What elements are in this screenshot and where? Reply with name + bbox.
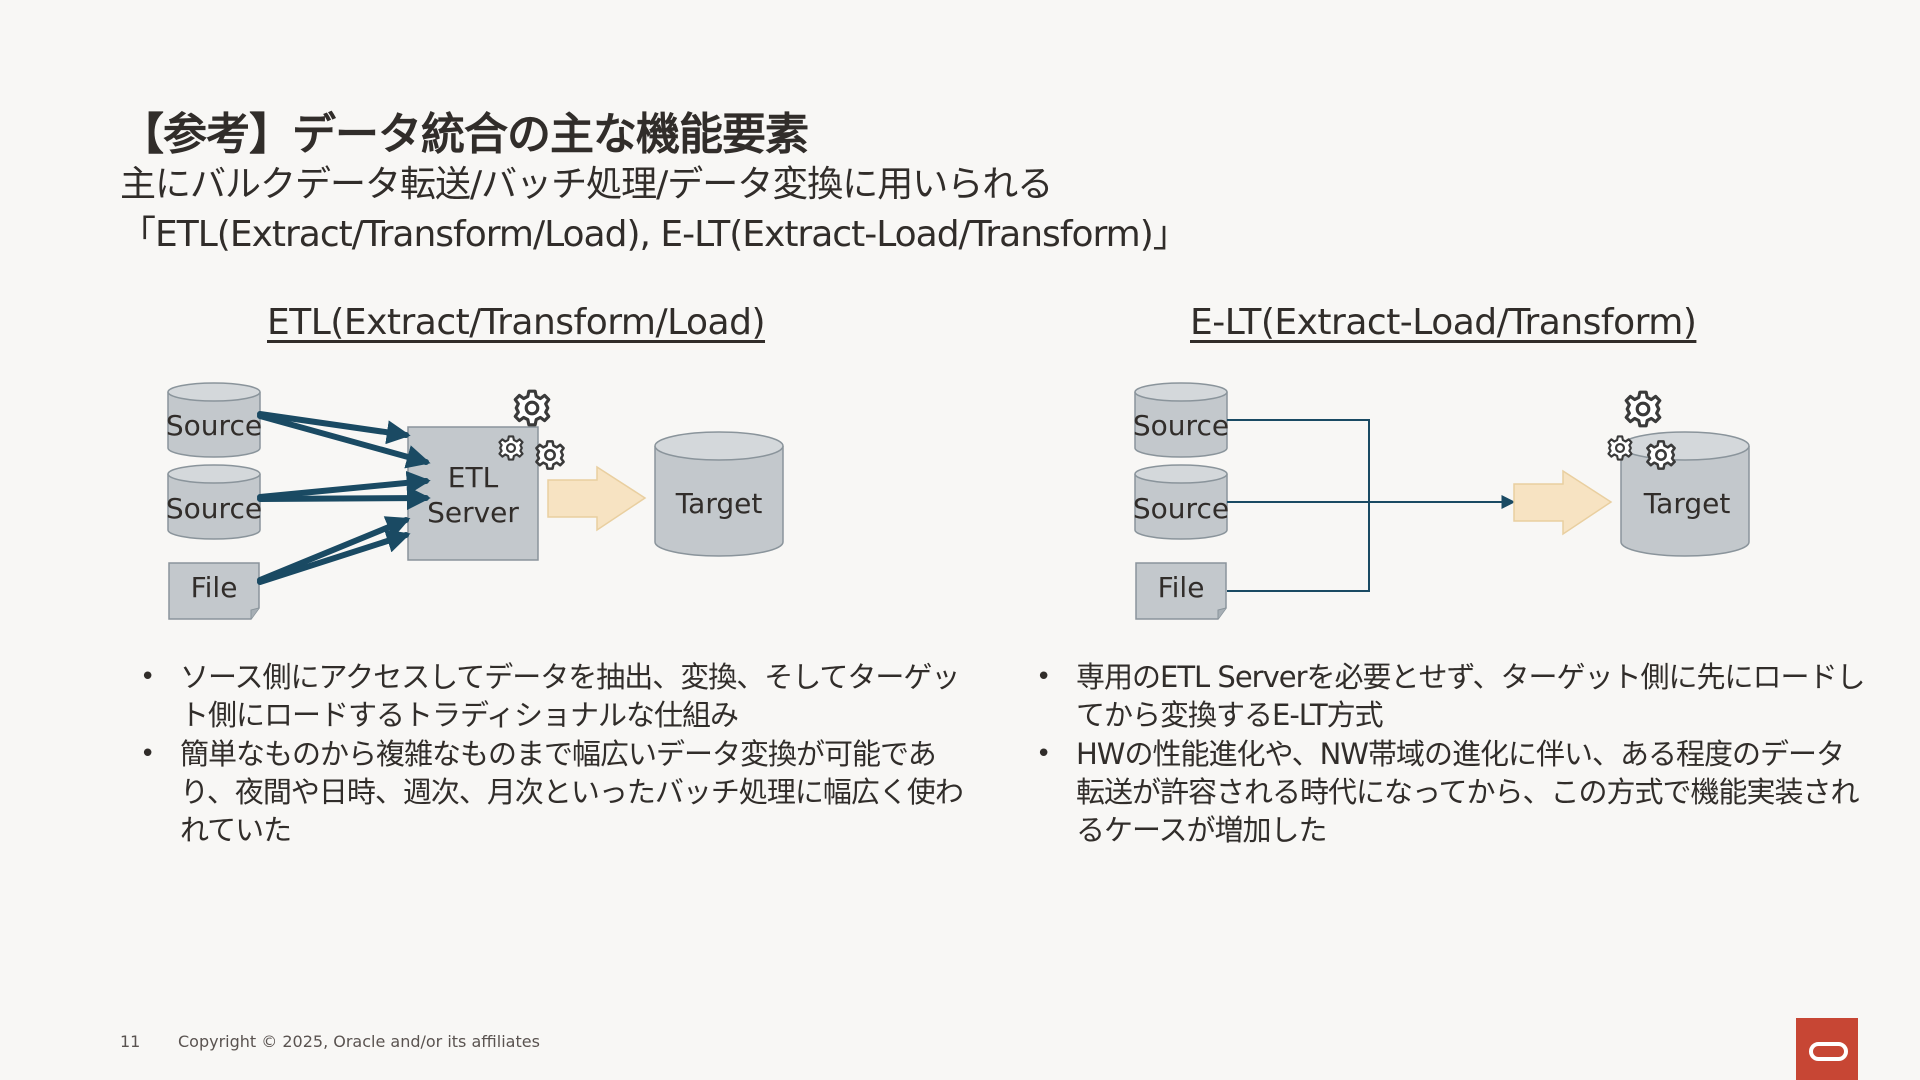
list-item: ソース側にアクセスしてデータを抽出、変換、そしてターゲット側にロードするトラディ… [140, 658, 970, 734]
etl-bullet-list: ソース側にアクセスしてデータを抽出、変換、そしてターゲット側にロードするトラディ… [140, 658, 970, 850]
etl-file-label: File [191, 571, 238, 604]
etl-server-label-2: Server [427, 496, 519, 529]
elt-file-icon: File [1135, 562, 1227, 620]
elt-source-1-label: Source [1133, 409, 1229, 442]
elt-bullet-list: 専用のETL Serverを必要とせず、ターゲット側に先にロードしてから変換する… [1036, 658, 1866, 850]
copyright-text: Copyright © 2025, Oracle and/or its affi… [178, 1032, 540, 1051]
etl-target-label: Target [675, 487, 763, 520]
subtitle-line-2: 「ETL(Extract/Transform/Load), E-LT(Extra… [120, 214, 1189, 255]
list-item: 専用のETL Serverを必要とせず、ターゲット側に先にロードしてから変換する… [1036, 658, 1866, 734]
etl-file-icon: File [168, 562, 260, 620]
elt-source-1-cylinder: Source [1133, 382, 1229, 458]
elt-flow-lines [1227, 419, 1516, 592]
subtitle-line-1: 主にバルクデータ転送/バッチ処理/データ変換に用いられる [120, 164, 1053, 205]
etl-source-1-label: Source [166, 409, 262, 442]
etl-flow-arrows [257, 411, 431, 585]
page-subtitle: 主にバルクデータ転送/バッチ処理/データ変換に用いられる 「ETL(Extrac… [120, 160, 1189, 260]
etl-source-2-cylinder: Source [166, 464, 262, 540]
list-item: HWの性能進化や、NW帯域の進化に伴い、ある程度のデータ転送が許容される時代にな… [1036, 735, 1866, 849]
elt-file-label: File [1158, 571, 1205, 604]
page-title: 【参考】データ統合の主な機能要素 [120, 109, 809, 160]
elt-source-2-label: Source [1133, 492, 1229, 525]
etl-source-1-cylinder: Source [166, 382, 262, 458]
etl-block-arrow [547, 465, 647, 532]
etl-server-label-1: ETL [448, 461, 499, 494]
elt-heading: E-LT(Extract-Load/Transform) [1190, 302, 1697, 343]
elt-target-label: Target [1643, 487, 1731, 520]
list-item: 簡単なものから複雑なものまで幅広いデータ変換が可能であり、夜間や日時、週次、月次… [140, 735, 970, 849]
elt-block-arrow [1513, 469, 1613, 536]
etl-heading: ETL(Extract/Transform/Load) [267, 302, 766, 343]
oracle-logo [1796, 1018, 1858, 1080]
oracle-logo-ring [1809, 1042, 1848, 1061]
etl-target-cylinder: Target [654, 431, 784, 557]
elt-source-2-cylinder: Source [1133, 464, 1229, 540]
elt-target-cylinder: Target [1620, 431, 1750, 557]
page-number: 11 [120, 1032, 141, 1051]
etl-source-2-label: Source [166, 492, 262, 525]
